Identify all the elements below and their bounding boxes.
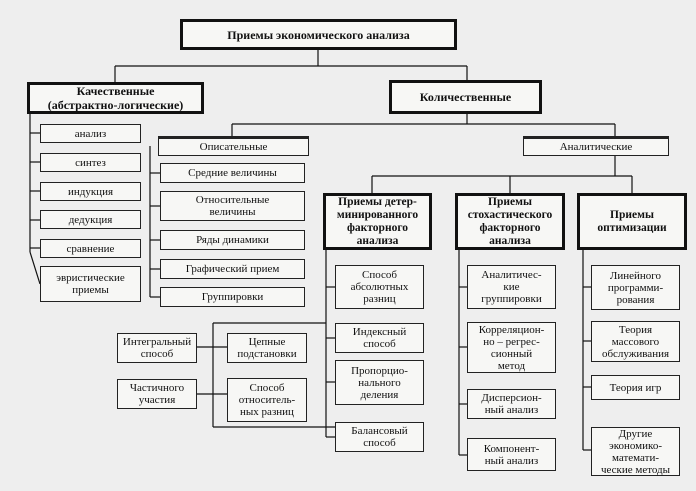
qualitative-item-deduction: дедукция — [40, 210, 141, 229]
qualitative-item-induction: индукция — [40, 182, 141, 201]
stochastic-item-correlation-regression: Корреляцион- но – регрес- сионный метод — [467, 322, 556, 373]
deterministic-item-proportional: Пропорцио- нального деления — [335, 360, 424, 405]
descriptive-title: Описательные — [158, 136, 309, 156]
stochastic-item-component: Компонент- ный анализ — [467, 438, 556, 471]
stochastic-group-title: Приемы стохастического факторного анализ… — [455, 193, 565, 250]
deterministic-item-balance: Балансовый способ — [335, 422, 424, 452]
deterministic-item-absolute: Способ абсолютных разниц — [335, 265, 424, 309]
quantitative-title: Количественные — [389, 80, 542, 114]
descriptive-item-relative: Относительные величины — [160, 191, 305, 221]
descriptive-item-groupings: Группировки — [160, 287, 305, 307]
optimization-item-queueing: Теория массового обслуживания — [591, 321, 680, 362]
qualitative-item-synthesis: синтез — [40, 153, 141, 172]
extra-item-relative-diff: Способ относитель- ных разниц — [227, 378, 307, 422]
stochastic-item-dispersion: Дисперсион- ный анализ — [467, 389, 556, 419]
optimization-item-other: Другие экономико- математи- ческие метод… — [591, 427, 680, 476]
extra-item-chain: Цепные подстановки — [227, 333, 307, 363]
qualitative-item-analysis: анализ — [40, 124, 141, 143]
extra-item-integral: Интегральный способ — [117, 333, 197, 363]
qualitative-item-heuristic: эвристические приемы — [40, 266, 141, 302]
qualitative-item-comparison: сравнение — [40, 239, 141, 258]
optimization-item-linear: Линейного программи- рования — [591, 265, 680, 310]
optimization-item-games: Теория игр — [591, 375, 680, 400]
descriptive-item-graphic: Графический прием — [160, 259, 305, 279]
optimization-group-title: Приемы оптимизации — [577, 193, 687, 250]
stochastic-item-analytical-groupings: Аналитичес- кие группировки — [467, 265, 556, 309]
deterministic-group-title: Приемы детер- минированного факторного а… — [323, 193, 432, 250]
descriptive-item-averages: Средние величины — [160, 163, 305, 183]
root-title: Приемы экономического анализа — [180, 19, 457, 50]
descriptive-item-series: Ряды динамики — [160, 230, 305, 250]
extra-item-partial: Частичного участия — [117, 379, 197, 409]
analytical-title: Аналитические — [523, 136, 669, 156]
qualitative-title: Качественные (абстрактно-логические) — [27, 82, 204, 114]
deterministic-item-index: Индексный способ — [335, 323, 424, 353]
